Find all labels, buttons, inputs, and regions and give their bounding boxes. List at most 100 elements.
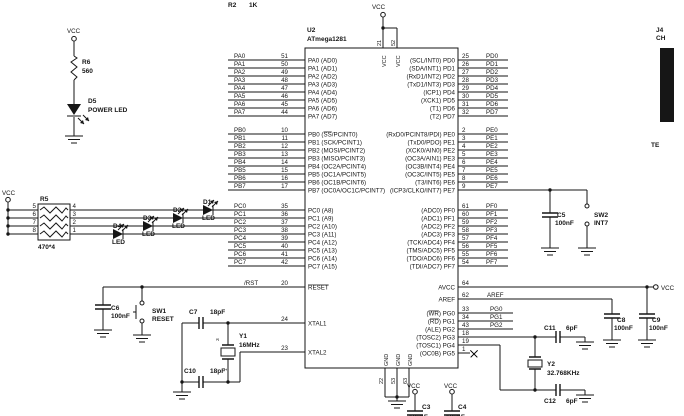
vcc-label: VCC [372, 4, 386, 11]
sw2-ref: SW2 [594, 212, 608, 219]
gnd-pin-name: GND [396, 354, 402, 366]
r5-ref: R5 [40, 196, 49, 203]
vcc-pin-number: 21 [377, 40, 383, 46]
pin-number: 51 [281, 53, 288, 60]
net-label: PG0 [490, 306, 503, 313]
c4-ref: C4 [458, 404, 467, 411]
pin-function: (ICP1) PD4 [423, 90, 455, 97]
pin-function: PC6 (A14) [308, 256, 337, 263]
pin-function: RESET [308, 285, 329, 292]
net-label: PG1 [490, 314, 503, 321]
j4-label-top: CH [656, 35, 666, 42]
pin-row: 19(TOSC1) PG4 [416, 338, 469, 349]
net-label: PA4 [234, 85, 246, 92]
net-label: PG2 [490, 322, 503, 329]
r6-resistor-symbol [70, 55, 78, 81]
r5-pin-number: 4 [73, 203, 77, 210]
pin-function: PB0 (SS/PCINT0) [308, 132, 358, 139]
pin-function: (XCK0/AIN0) PE2 [406, 148, 456, 155]
vcc-pin-name: VCC [382, 55, 388, 67]
r6-value: 560 [82, 68, 93, 75]
pin-function: XTAL2 [308, 350, 327, 357]
net-label: PE4 [486, 159, 498, 166]
net-label: PB0 [234, 127, 246, 134]
c9-ref: C9 [652, 317, 661, 324]
vcc-pin-name: VCC [396, 55, 402, 67]
pin-function: PB7 (OC0A/OC1C/PCINT7) [308, 188, 385, 195]
r5-pin-number: 2 [73, 219, 77, 226]
pin-function: PA2 (AD2) [308, 74, 337, 81]
pin-number: 41 [281, 251, 288, 258]
ground-symbol [65, 135, 83, 144]
net-label: PC0 [234, 203, 247, 210]
pin-number: 40 [281, 243, 288, 250]
led-value: LED [112, 239, 125, 246]
pin-number: 12 [281, 143, 288, 150]
led-value: LED [202, 215, 215, 222]
junction-dot [226, 380, 230, 384]
mcu-body [304, 47, 459, 369]
pin-function: (SCL/INT0) PD0 [410, 58, 456, 65]
pin-number: 11 [282, 135, 289, 142]
pin-function: (TOSC2) PG3 [416, 335, 455, 342]
j4-ref: J4 [656, 27, 664, 34]
pin-function: PA0 (AD0) [308, 58, 337, 65]
junction-dot [381, 26, 385, 30]
net-label: PE0 [486, 127, 498, 134]
net-label: PD6 [486, 101, 499, 108]
junction-dot [395, 395, 399, 399]
pin-function: PB3 (MISO/PCINT3) [308, 156, 365, 163]
gnd-pin-number: 22 [379, 378, 385, 384]
led-value: LED [172, 223, 185, 230]
pin-function: (ADC1) PF1 [421, 216, 455, 223]
chip-part: ATmega1281 [307, 36, 347, 43]
pin-number: 30 [462, 93, 469, 100]
net-label: PE2 [486, 143, 498, 150]
j4-connector-body [660, 48, 674, 122]
c11-value: 6pF [566, 325, 578, 332]
c8-ref: C8 [617, 317, 626, 324]
d5-ref: D5 [88, 98, 97, 105]
junction-dot [548, 188, 552, 192]
pin-number: 4 [462, 143, 466, 150]
vcc-pin-number: 52 [391, 40, 397, 46]
pin-number: 2 [462, 127, 466, 134]
net-label: PF4 [486, 235, 498, 242]
pin-number: 1 [462, 346, 466, 353]
pin-number: 55 [462, 251, 469, 258]
pin-function: (TDO/ADC6) PF6 [407, 256, 456, 263]
pin-function: PC7 (A15) [308, 264, 337, 271]
pin-function: (T1) PD6 [430, 106, 456, 113]
pin-number: 24 [281, 316, 288, 323]
capacitor-plates [95, 212, 655, 416]
r5-resistor-element [39, 222, 69, 230]
led-ref: D4 [113, 223, 122, 230]
pin-number: 43 [462, 322, 469, 329]
net-label: PA7 [234, 109, 246, 116]
gnd-pin-name: GND [384, 354, 390, 366]
pin-function: (TxD0/PDO) PE1 [408, 140, 456, 147]
net-label: PB1 [234, 135, 246, 142]
